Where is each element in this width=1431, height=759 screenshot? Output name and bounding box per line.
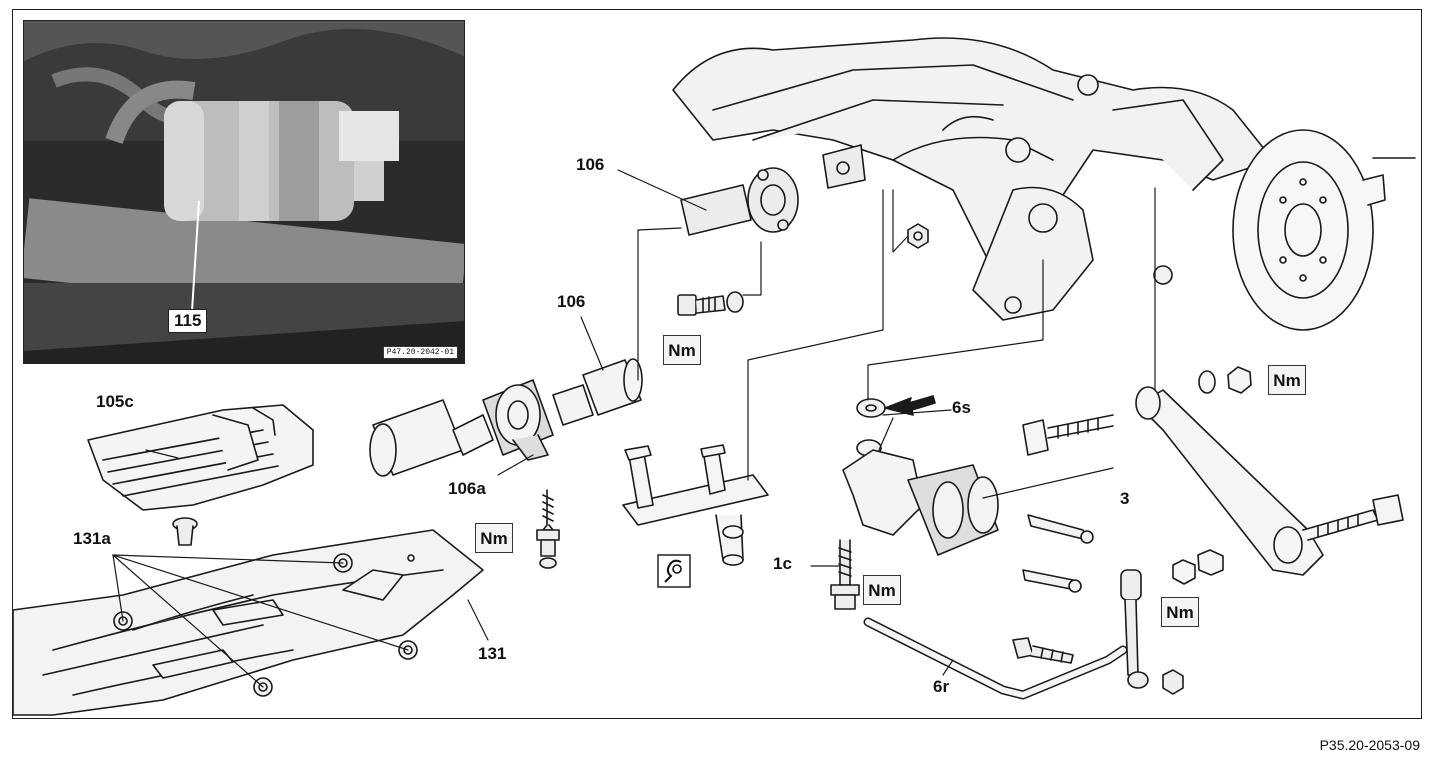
label-131a: 131a [73,529,111,548]
label-106-lower: 106 [557,292,586,311]
label-115: 115 [168,309,208,333]
control-arm [1022,366,1404,585]
underbody-panel [13,529,484,716]
exploded-view [13,37,1416,716]
label-6s: 6s [952,398,971,417]
photo-id: P47.20-2042-01 [382,346,458,359]
torque-spec-control-arm-upper: Nm [1268,365,1306,395]
label-106a: 106a [448,479,486,498]
torque-spec-flex-disc: Nm [663,335,701,365]
rear-subframe [672,37,1274,321]
label-106-upper: 106 [576,155,605,174]
bolt-1c [830,539,860,610]
stabilizer-bar [863,617,1128,700]
figure-reference: P35.20-2053-09 [1319,737,1420,753]
brake-disc [1232,129,1416,331]
support-bracket [622,444,769,566]
leader-lines [112,169,1156,688]
small-screw [172,517,198,546]
nut [907,223,929,249]
inset-photo: 115 P47.20-2042-01 [23,20,465,364]
flex-disc [680,144,866,236]
lower-driveshaft [369,358,643,477]
label-6r: 6r [933,677,950,696]
link-6s [842,398,1094,593]
bearing-screw [536,489,560,569]
label-3: 3 [1120,489,1130,508]
wrench-icon [657,554,691,588]
diagram-frame: 115 P47.20-2042-01 [12,9,1422,719]
flex-disc-bolt [677,291,744,316]
stabilizer-link [1012,569,1184,695]
label-131: 131 [478,644,507,663]
torque-spec-bolt-1c: Nm [863,575,901,605]
label-1c: 1c [773,554,792,573]
arrow-indicator [884,395,936,416]
heat-shield [87,404,314,511]
torque-spec-center-bearing: Nm [475,523,513,553]
label-105c: 105c [96,392,134,411]
torque-spec-control-arm-lower: Nm [1161,597,1199,627]
